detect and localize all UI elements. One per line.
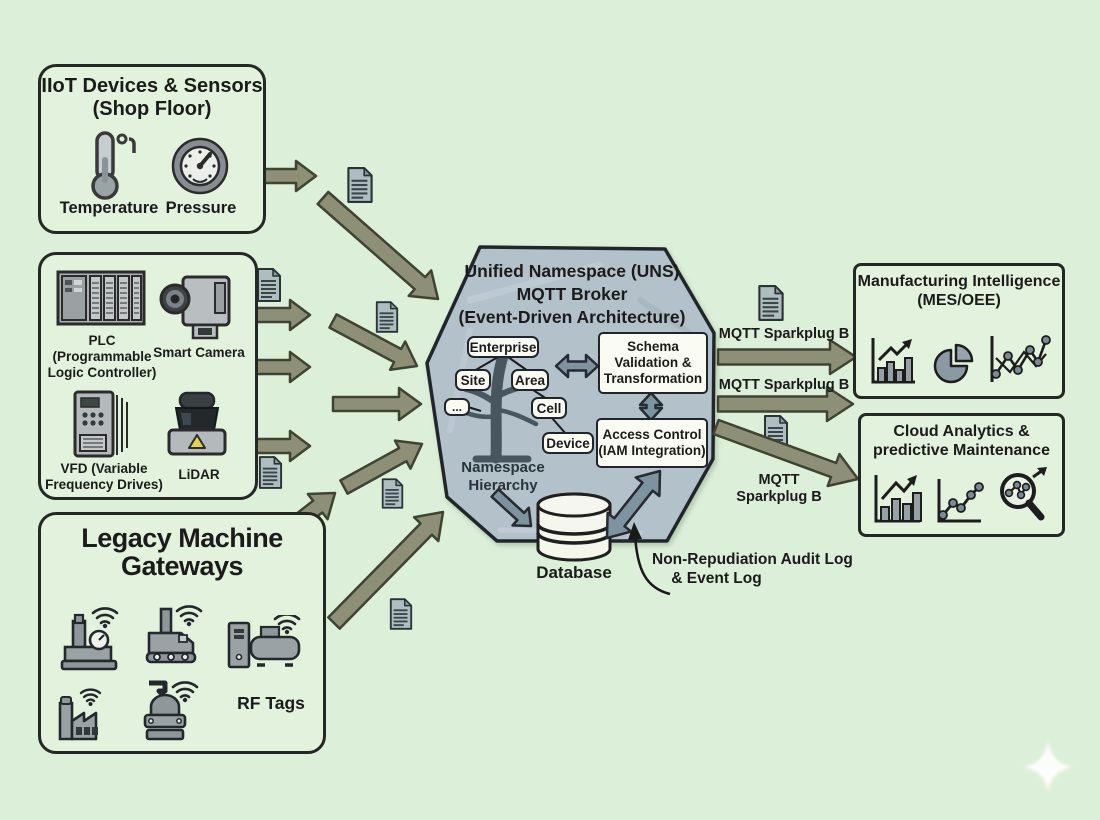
mqtt-sparkplug-label-top: MQTT Sparkplug B [718, 326, 850, 342]
pie-chart-icon [929, 340, 977, 388]
manufacturing-intelligence-box: Manufacturing Intelligence (MES/OEE) [853, 263, 1065, 399]
smart-camera-label: Smart Camera [153, 345, 245, 360]
access-control-box: Access Control (IAM Integration) [596, 418, 708, 468]
gauge-icon [171, 137, 229, 200]
node-cell: Cell [531, 397, 567, 419]
database-label: Database [536, 563, 612, 582]
document-icon [381, 478, 404, 509]
iiot-sensors-box: IIoT Devices & Sensors (Shop Floor) [38, 64, 266, 234]
machine-icon [137, 675, 203, 754]
arrow-icon [490, 488, 533, 528]
vfd-icon [67, 389, 131, 466]
mqtt-sparkplug-label-bottom: MQTT Sparkplug B [736, 472, 822, 506]
arrow-icon [331, 386, 423, 422]
node-enterprise: Enterprise [467, 336, 539, 358]
document-icon [257, 268, 281, 302]
node-area: Area [511, 369, 549, 391]
industrial-devices-box: PLC (Programmable Logic Controller) Smar… [38, 252, 258, 500]
broker-title: Unified Namespace (UNS) MQTT Broker (Eve… [458, 261, 686, 327]
data-flow-arrows [236, 159, 860, 630]
pressure-label: Pressure [165, 199, 237, 217]
arrow-icon [339, 439, 424, 495]
smart-camera-icon [157, 271, 237, 346]
machine-icon [141, 603, 205, 680]
audit-annotation-arrow [628, 522, 671, 596]
document-icon [375, 301, 399, 333]
lidar-label: LiDAR [178, 467, 220, 482]
database-icon [536, 492, 612, 562]
vfd-label: VFD (Variable Frequency Drives) [45, 461, 163, 492]
arrow-icon [605, 469, 662, 540]
arrow-icon [716, 338, 858, 376]
node-device: Device [542, 432, 594, 454]
bar-chart-icon [867, 334, 919, 388]
magnifier-chart-icon [993, 465, 1053, 527]
rf-tags-label: RF Tags [237, 693, 305, 713]
node-site: Site [455, 369, 491, 391]
bar-chart-icon [870, 471, 924, 527]
node-ellipsis: ... [444, 398, 470, 416]
machine-icon [55, 685, 117, 752]
document-icon [258, 456, 283, 489]
machine-icon [225, 613, 303, 682]
schema-validation-box: Schema Validation & Transformation [598, 332, 708, 394]
cloud-box-title: Cloud Analytics & predictive Maintenance [873, 423, 1050, 459]
arrow-icon [327, 510, 445, 630]
machine-icon [59, 607, 121, 680]
network-chart-icon [988, 330, 1052, 388]
document-icon [389, 598, 413, 630]
sparkle-icon [1023, 741, 1073, 792]
plc-label: PLC (Programmable Logic Controller) [47, 333, 157, 380]
temperature-label: Temperature [59, 199, 159, 217]
thermometer-icon [83, 129, 137, 206]
document-icon [758, 285, 784, 321]
legacy-box-title: Legacy Machine Gateways [81, 523, 283, 582]
namespace-hierarchy-label: Namespace Hierarchy [461, 459, 545, 494]
arrow-icon [712, 418, 860, 488]
iiot-box-title: IIoT Devices & Sensors (Shop Floor) [41, 75, 263, 120]
audit-log-annotation: Non-Repudiation Audit Log & Event Log [652, 551, 853, 587]
document-icon [347, 167, 373, 203]
plc-icon [55, 267, 147, 336]
mqtt-sparkplug-label-middle: MQTT Sparkplug B [718, 377, 850, 393]
line-chart-icon [933, 475, 985, 527]
cloud-analytics-box: Cloud Analytics & predictive Maintenance [858, 413, 1065, 537]
lidar-icon [163, 391, 231, 466]
arrow-icon [716, 385, 855, 423]
arrow-icon [316, 190, 440, 301]
legacy-gateways-box: Legacy Machine Gateways [38, 512, 326, 754]
hierarchy-connectors [467, 356, 567, 435]
arrow-icon [328, 313, 419, 371]
mes-box-title: Manufacturing Intelligence (MES/OEE) [857, 273, 1061, 309]
